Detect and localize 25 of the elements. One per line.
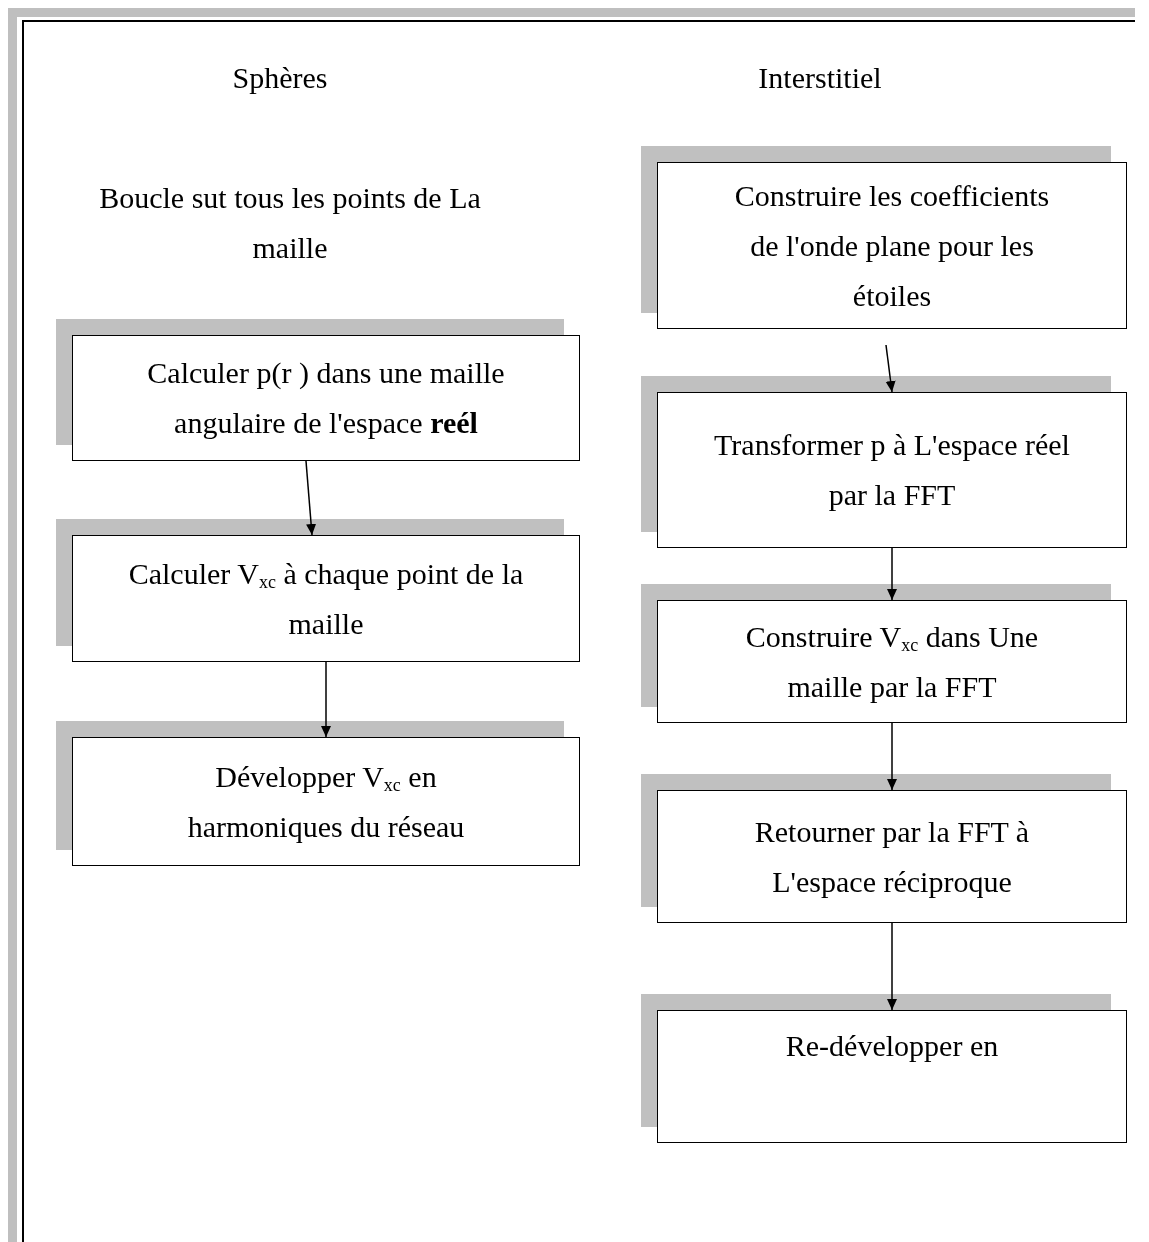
box-text: Développer V$_{xc}$ en harmoniques du réseau	[186, 758, 466, 845]
process-box	[657, 392, 1127, 548]
note-text: Boucle sut tous les points de La maille	[98, 180, 482, 266]
column-heading: Interstitiel	[757, 60, 883, 96]
box-text: Calculer V$_{xc}$ à chaque point de la maille	[127, 555, 525, 642]
box-text: Transformer p à L'espace réel par la FFT	[713, 427, 1071, 513]
arrow	[887, 547, 897, 601]
arrow	[321, 661, 331, 738]
process-box	[657, 1010, 1127, 1143]
arrow	[887, 922, 897, 1011]
column-heading: Sphères	[231, 60, 329, 96]
arrow	[305, 460, 317, 536]
process-box	[72, 335, 580, 461]
box-text: Calculer p(r ) dans une maille angulaire de l'espace reél	[146, 355, 506, 441]
box-text: Retourner par la FFT à L'espace réciproque	[753, 813, 1031, 900]
process-box	[657, 600, 1127, 723]
process-box	[657, 790, 1127, 923]
process-box	[72, 737, 580, 866]
process-box	[657, 162, 1127, 329]
box-text: Re-développer en	[785, 1028, 999, 1064]
box-text: Construire V$_{xc}$ dans Une maille par la FFT	[744, 618, 1040, 705]
arrow	[887, 722, 897, 791]
process-box	[72, 535, 580, 662]
box-text: Construire les coefficients de l'onde plane pour les étoiles	[733, 177, 1051, 314]
arrow	[885, 344, 896, 393]
